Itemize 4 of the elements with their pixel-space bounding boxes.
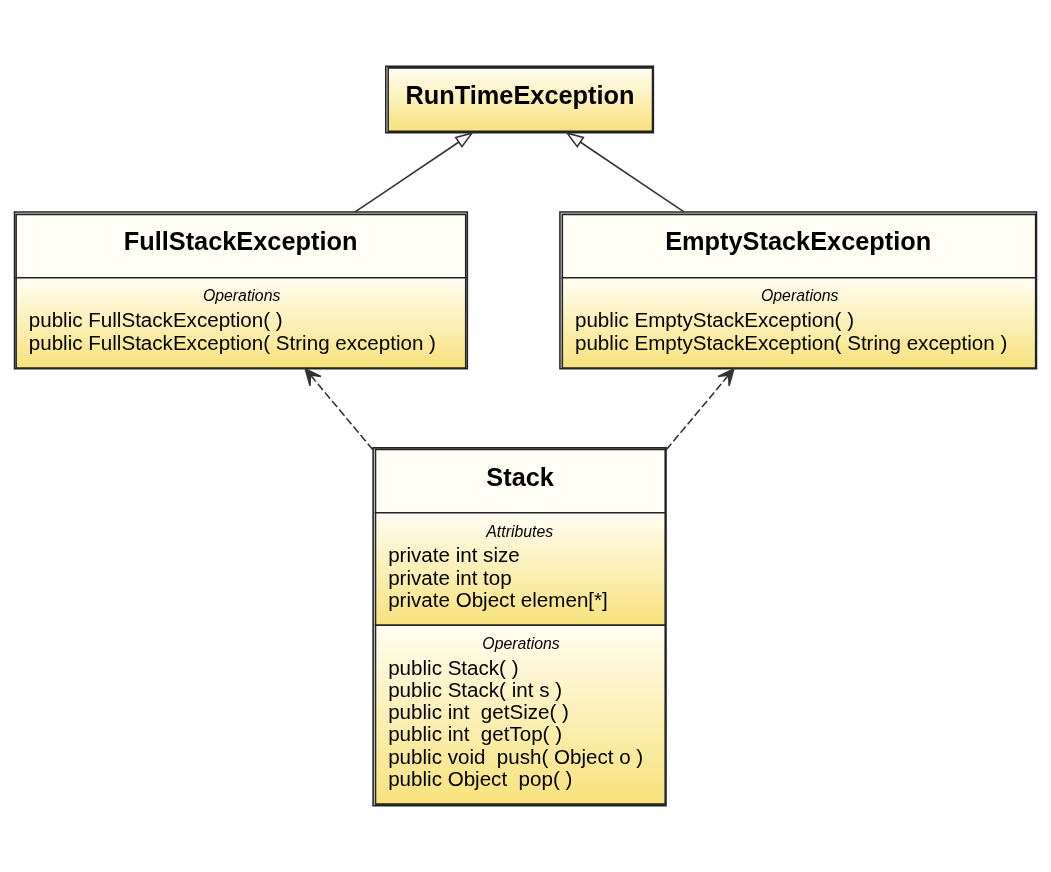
arrow: [665, 368, 735, 451]
arrow: [565, 131, 685, 213]
arrow: [304, 368, 374, 451]
arrow: [354, 131, 474, 213]
